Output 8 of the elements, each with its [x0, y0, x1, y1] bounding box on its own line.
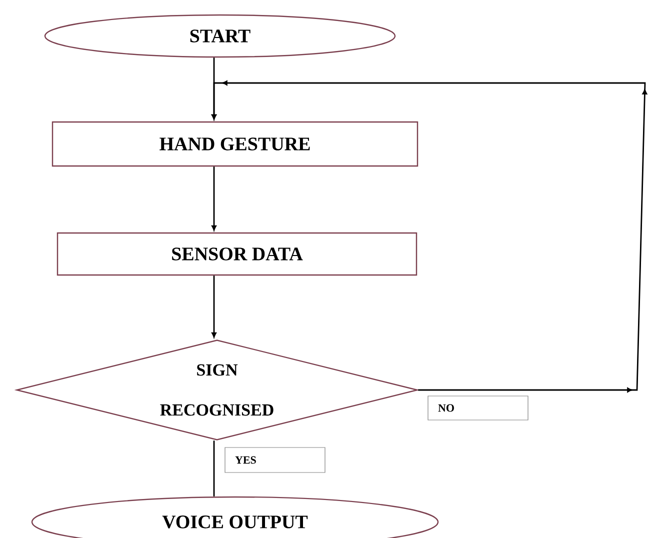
- arrow: [212, 166, 216, 231]
- edge-label: NO: [428, 396, 528, 420]
- edge-label: YES: [224, 447, 326, 473]
- loop-arrow: [212, 80, 648, 392]
- arrow: [212, 276, 216, 338]
- process-box: HAND GESTURE: [52, 121, 418, 167]
- connector-line: [213, 440, 215, 496]
- process-box: SENSOR DATA: [56, 232, 418, 276]
